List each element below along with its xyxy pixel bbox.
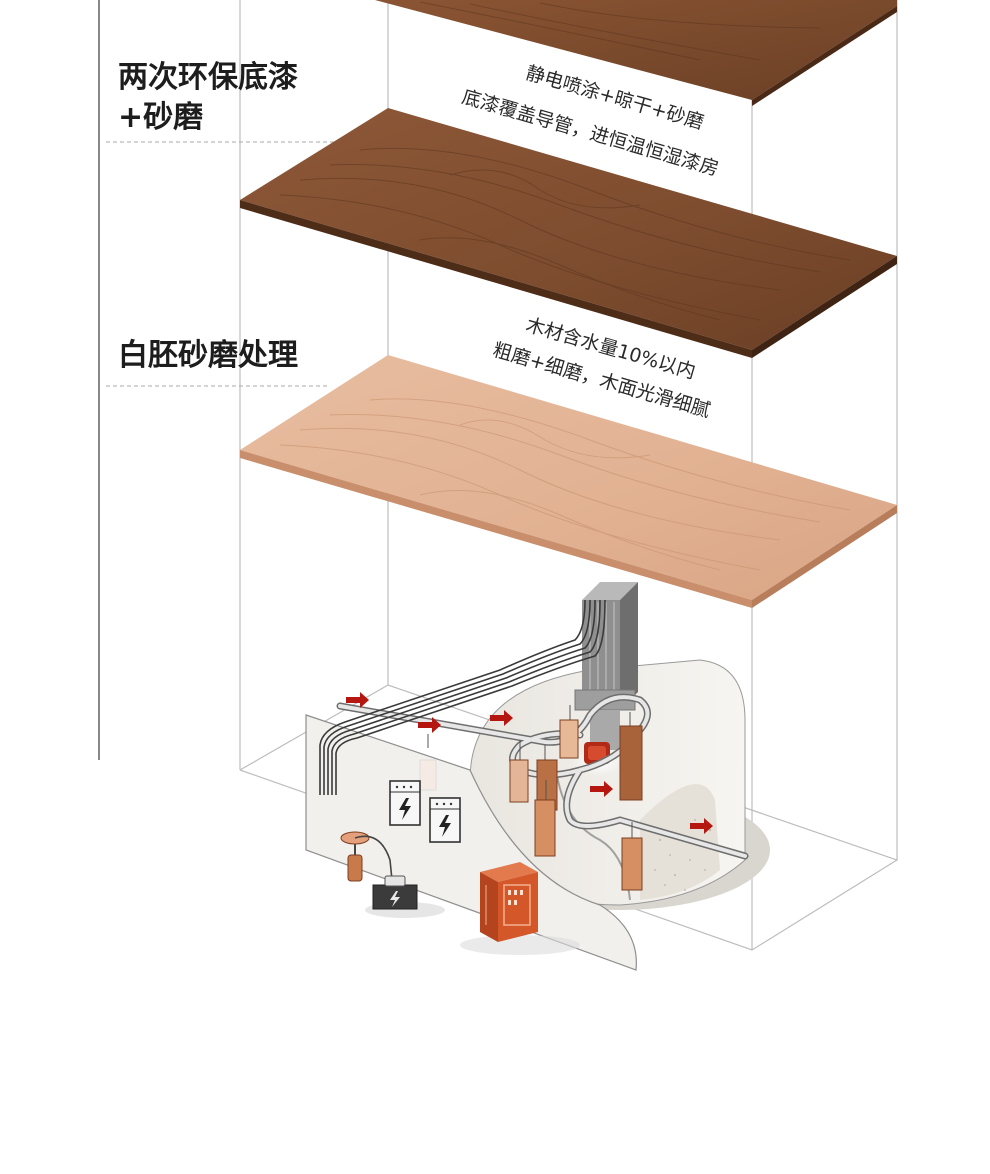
direction-arrows [346, 692, 713, 834]
top-board [375, 0, 897, 106]
step-title-line: 两次环保底漆 [118, 60, 298, 95]
conveyor-rail [336, 693, 749, 860]
primer-board [240, 108, 897, 358]
step-title-line: +砂磨 [118, 100, 204, 135]
step-title-primer: 两次环保底漆 +砂磨 [118, 58, 298, 138]
step-title-line: 白胚砂磨处理 [118, 338, 298, 373]
pump-box-icon [365, 875, 445, 918]
spray-pot-icon [340, 831, 393, 882]
hanging-panels [419, 705, 643, 891]
step-title-sanding: 白胚砂磨处理 [118, 336, 298, 376]
electrical-panel-icon [389, 780, 461, 843]
cable-bundle [319, 599, 606, 795]
control-cabinet-icon [460, 862, 580, 955]
raw-board [240, 355, 897, 608]
